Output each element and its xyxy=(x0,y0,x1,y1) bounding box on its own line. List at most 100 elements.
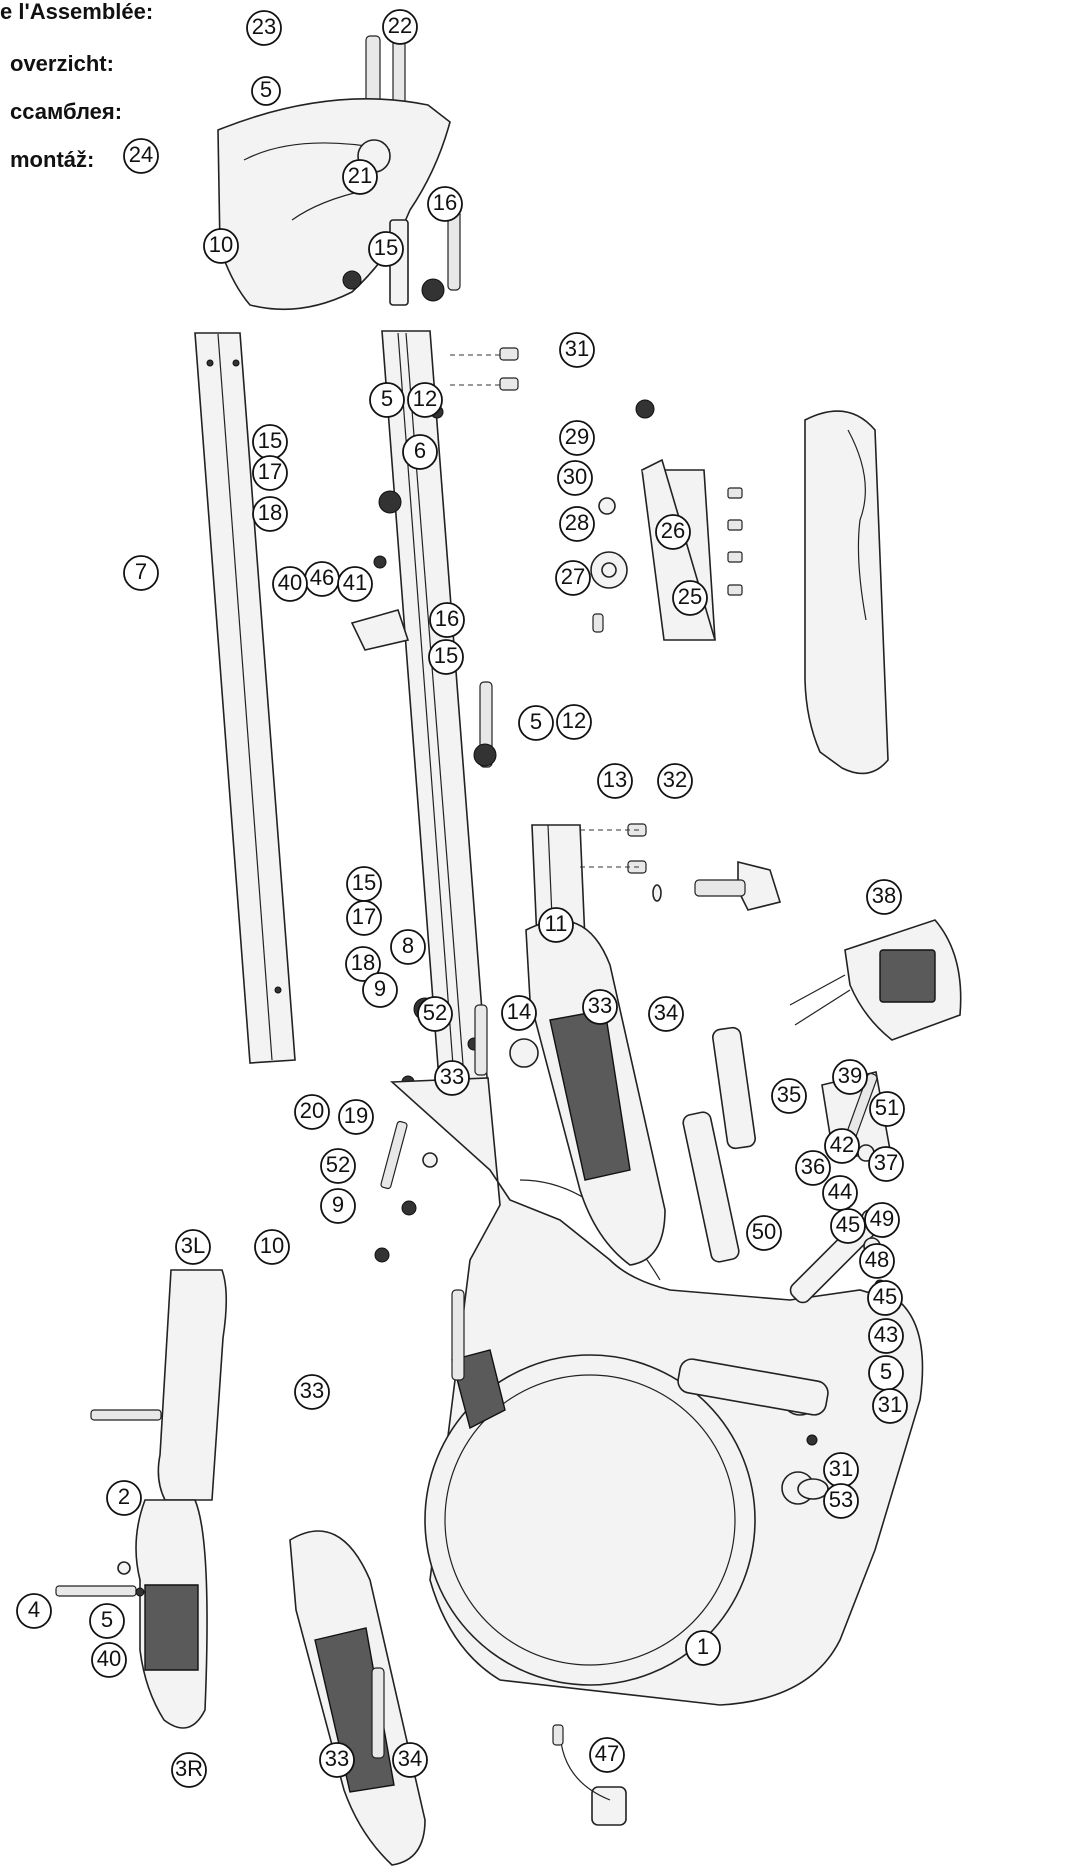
svg-text:4: 4 xyxy=(28,1597,40,1622)
callout: 31 xyxy=(823,1452,859,1488)
svg-text:8: 8 xyxy=(402,933,414,958)
callout: 31 xyxy=(872,1388,908,1424)
svg-text:17: 17 xyxy=(258,459,282,484)
callout: 33 xyxy=(434,1060,470,1096)
svg-text:34: 34 xyxy=(398,1746,422,1771)
svg-text:15: 15 xyxy=(258,428,282,453)
callout: 2 xyxy=(106,1480,142,1516)
callout: 17 xyxy=(252,455,288,491)
callout: 45 xyxy=(867,1280,903,1316)
callout: 47 xyxy=(589,1737,625,1773)
svg-text:30: 30 xyxy=(563,464,587,489)
rail-hardware xyxy=(350,347,519,1089)
callout: 39 xyxy=(832,1059,868,1095)
callout: 16 xyxy=(429,602,465,638)
callout: 27 xyxy=(555,560,591,596)
callout: 7 xyxy=(123,555,159,591)
svg-text:42: 42 xyxy=(830,1132,854,1157)
callout: 8 xyxy=(390,929,426,965)
callout: 5 xyxy=(518,705,554,741)
svg-text:5: 5 xyxy=(381,386,393,411)
svg-text:26: 26 xyxy=(661,518,685,543)
header-line-3: ссамблея: xyxy=(10,99,123,124)
callout: 30 xyxy=(557,460,593,496)
callout: 29 xyxy=(559,420,595,456)
callout: 20 xyxy=(294,1094,330,1130)
header-line-1: e l'Assemblée: xyxy=(0,0,154,24)
rails xyxy=(194,330,489,1094)
svg-text:31: 31 xyxy=(565,336,589,361)
callout: 6 xyxy=(402,434,438,470)
svg-text:5: 5 xyxy=(530,709,542,734)
svg-text:28: 28 xyxy=(565,510,589,535)
callout: 23 xyxy=(246,10,282,46)
callout: 12 xyxy=(556,704,592,740)
svg-text:21: 21 xyxy=(348,163,372,188)
svg-text:27: 27 xyxy=(561,564,585,589)
svg-text:12: 12 xyxy=(413,386,437,411)
svg-text:11: 11 xyxy=(545,911,568,936)
svg-text:24: 24 xyxy=(129,142,153,167)
svg-text:34: 34 xyxy=(654,1000,678,1025)
svg-text:46: 46 xyxy=(310,565,334,590)
svg-text:5: 5 xyxy=(880,1359,892,1384)
callout: 10 xyxy=(254,1229,290,1265)
svg-text:50: 50 xyxy=(752,1219,776,1244)
callout: 37 xyxy=(868,1146,904,1182)
svg-text:39: 39 xyxy=(838,1063,862,1088)
svg-text:47: 47 xyxy=(595,1741,619,1766)
svg-text:40: 40 xyxy=(97,1646,121,1671)
svg-text:14: 14 xyxy=(507,999,531,1024)
callout: 26 xyxy=(655,514,691,550)
svg-text:43: 43 xyxy=(874,1322,898,1347)
callout: 12 xyxy=(407,382,443,418)
callout: 38 xyxy=(866,879,902,915)
svg-text:44: 44 xyxy=(828,1179,852,1204)
svg-text:10: 10 xyxy=(260,1233,284,1258)
svg-text:23: 23 xyxy=(252,14,276,39)
callout: 25 xyxy=(672,580,708,616)
svg-text:31: 31 xyxy=(878,1392,902,1417)
svg-text:29: 29 xyxy=(565,424,589,449)
callout: 10 xyxy=(203,228,239,264)
svg-text:51: 51 xyxy=(875,1095,899,1120)
main-frame xyxy=(390,1077,924,1706)
callout: 43 xyxy=(868,1318,904,1354)
svg-text:35: 35 xyxy=(777,1082,801,1107)
svg-text:49: 49 xyxy=(870,1206,894,1231)
callout: 41 xyxy=(337,566,373,602)
console-assembly xyxy=(682,919,962,1500)
svg-text:33: 33 xyxy=(440,1064,464,1089)
power-adaptor xyxy=(552,1724,627,1826)
callout: 33 xyxy=(582,989,618,1025)
svg-text:9: 9 xyxy=(374,976,386,1001)
svg-text:36: 36 xyxy=(801,1154,825,1179)
rear-bracket-assembly xyxy=(590,399,889,775)
svg-text:12: 12 xyxy=(562,708,586,733)
svg-text:17: 17 xyxy=(352,904,376,929)
svg-text:7: 7 xyxy=(135,559,147,584)
callout: 5 xyxy=(89,1603,125,1639)
callout: 48 xyxy=(859,1243,895,1279)
callout: 16 xyxy=(427,186,463,222)
callout: 50 xyxy=(746,1215,782,1251)
svg-text:53: 53 xyxy=(829,1487,853,1512)
callout: 24 xyxy=(123,138,159,174)
svg-text:45: 45 xyxy=(836,1212,860,1237)
svg-text:9: 9 xyxy=(332,1192,344,1217)
callout: 46 xyxy=(304,561,340,597)
part-group-top xyxy=(217,15,461,311)
svg-text:5: 5 xyxy=(260,77,272,102)
callout: 4 xyxy=(16,1593,52,1629)
callout: 9 xyxy=(362,972,398,1008)
callout: 32 xyxy=(657,763,693,799)
svg-text:15: 15 xyxy=(352,870,376,895)
callout: 17 xyxy=(346,900,382,936)
callout: 15 xyxy=(346,866,382,902)
callout-labels: 23 22 5 24 21 16 10 15 31 5 12 15 17 29 … xyxy=(16,9,908,1788)
svg-text:19: 19 xyxy=(344,1103,368,1128)
callout: 19 xyxy=(338,1099,374,1135)
callout: 34 xyxy=(648,996,684,1032)
callout: 15 xyxy=(428,639,464,675)
